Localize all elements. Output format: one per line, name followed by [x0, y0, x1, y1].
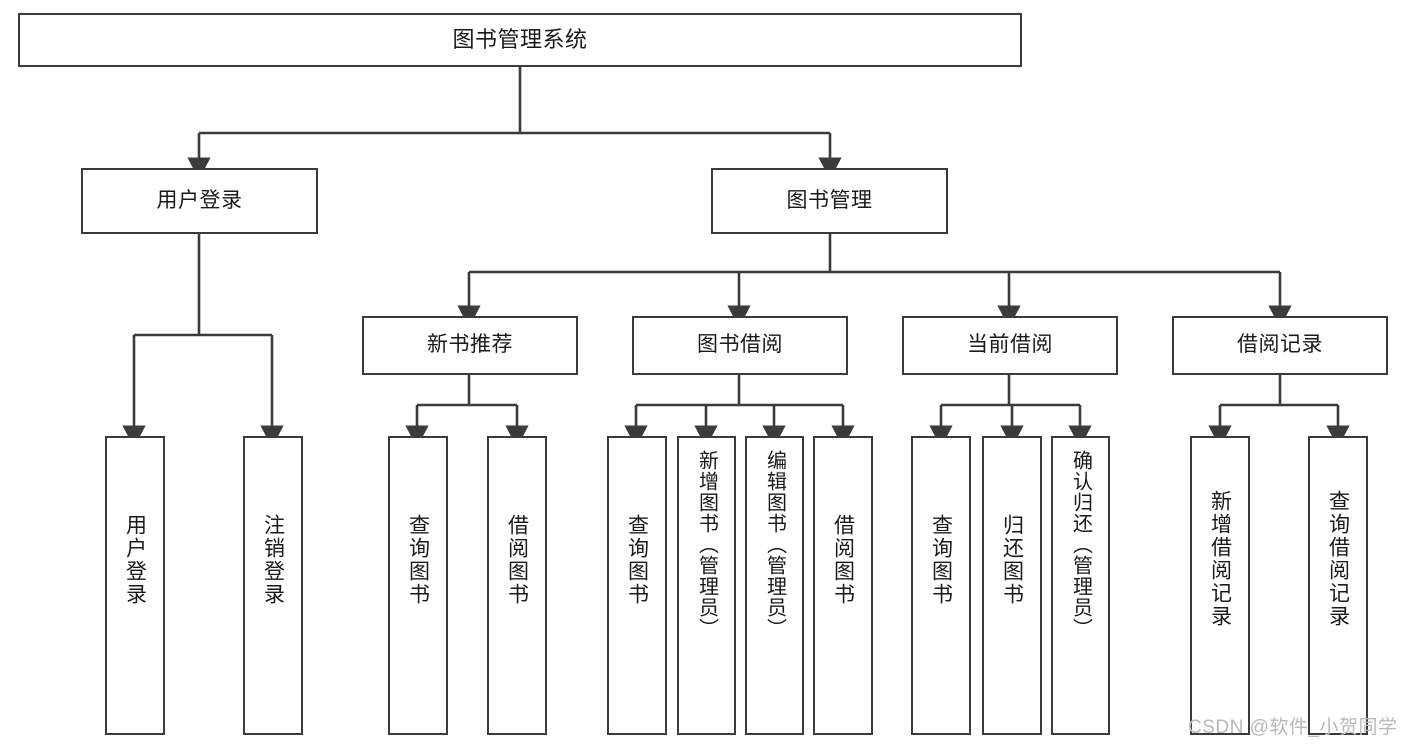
node-borrow-record-label: 借阅记录	[1237, 333, 1323, 357]
node-user-login-label: 用户登录	[156, 188, 243, 212]
node-leaf-logout-login-label: 注销登录	[261, 514, 285, 606]
node-leaf-query-book-recommend[interactable]: 查询图书	[388, 436, 448, 735]
node-leaf-edit-book-admin[interactable]: 编辑图书（管理员）	[745, 436, 804, 735]
node-leaf-user-login-label: 用户登录	[123, 514, 147, 606]
node-leaf-query-book-current[interactable]: 查询图书	[911, 436, 971, 735]
node-leaf-user-login[interactable]: 用户登录	[105, 436, 165, 735]
node-leaf-logout-login[interactable]: 注销登录	[243, 436, 303, 735]
node-borrow-record[interactable]: 借阅记录	[1172, 316, 1388, 375]
node-new-book-recommend[interactable]: 新书推荐	[362, 316, 578, 375]
node-leaf-add-book-admin[interactable]: 新增图书（管理员）	[677, 436, 736, 735]
node-leaf-borrow-book[interactable]: 借阅图书	[813, 436, 873, 735]
node-leaf-confirm-return-admin-label: 确认归还（管理员）	[1069, 450, 1092, 639]
node-root[interactable]: 图书管理系统	[18, 13, 1022, 67]
node-current-borrow-label: 当前借阅	[967, 333, 1053, 357]
node-leaf-edit-book-admin-label: 编辑图书（管理员）	[763, 450, 786, 639]
node-leaf-return-book[interactable]: 归还图书	[982, 436, 1042, 735]
node-new-book-recommend-label: 新书推荐	[427, 333, 513, 357]
node-book-manage[interactable]: 图书管理	[711, 168, 948, 234]
node-leaf-add-borrow-record[interactable]: 新增借阅记录	[1190, 436, 1250, 735]
node-leaf-query-book-borrow[interactable]: 查询图书	[607, 436, 667, 735]
node-leaf-return-book-label: 归还图书	[1000, 514, 1024, 606]
node-current-borrow[interactable]: 当前借阅	[902, 316, 1118, 375]
node-user-login[interactable]: 用户登录	[81, 168, 318, 234]
node-book-manage-label: 图书管理	[786, 188, 873, 212]
node-leaf-add-borrow-record-label: 新增借阅记录	[1208, 490, 1232, 628]
node-book-borrow-label: 图书借阅	[697, 333, 783, 357]
node-leaf-query-book-recommend-label: 查询图书	[406, 514, 430, 606]
node-leaf-borrow-book-label: 借阅图书	[831, 514, 855, 606]
node-book-borrow[interactable]: 图书借阅	[632, 316, 848, 375]
node-leaf-borrow-book-recommend[interactable]: 借阅图书	[487, 436, 547, 735]
node-leaf-query-borrow-record-label: 查询借阅记录	[1326, 490, 1350, 628]
node-leaf-query-book-borrow-label: 查询图书	[625, 514, 649, 606]
node-leaf-add-book-admin-label: 新增图书（管理员）	[695, 450, 718, 639]
node-leaf-confirm-return-admin[interactable]: 确认归还（管理员）	[1051, 436, 1110, 735]
node-leaf-borrow-book-recommend-label: 借阅图书	[505, 514, 529, 606]
node-leaf-query-book-current-label: 查询图书	[929, 514, 953, 606]
node-leaf-query-borrow-record[interactable]: 查询借阅记录	[1308, 436, 1368, 735]
node-root-label: 图书管理系统	[452, 27, 588, 53]
csdn-watermark: CSDN @软件_小贺同学	[1188, 717, 1398, 738]
